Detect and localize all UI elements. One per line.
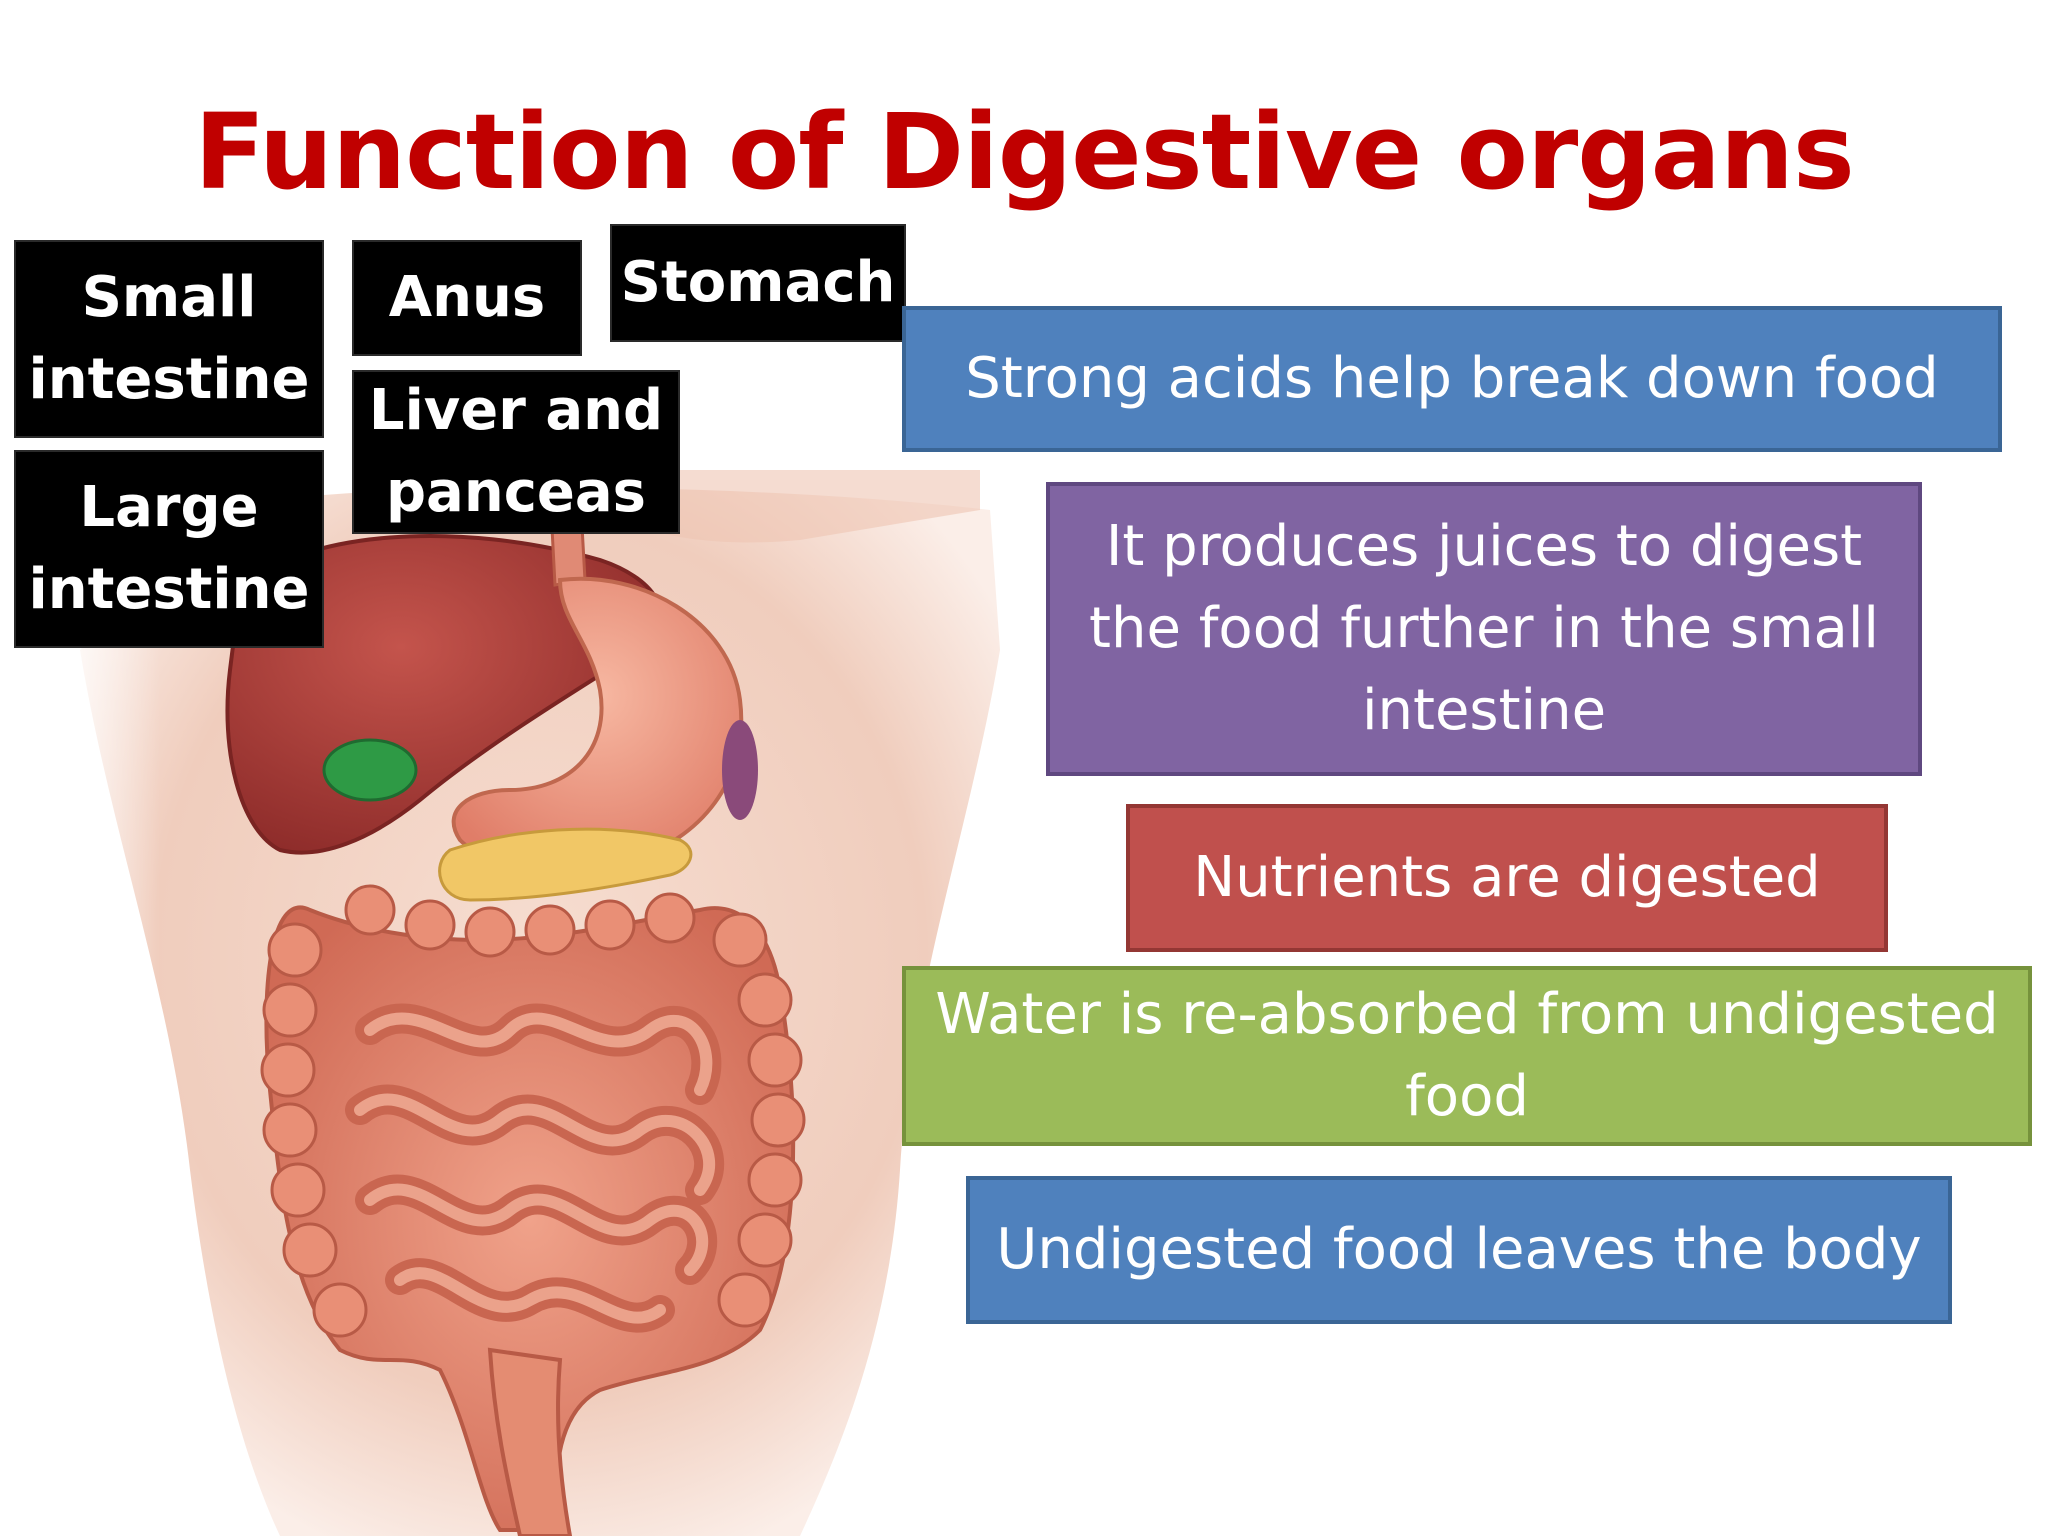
label-large-intestine-text: Large intestine <box>28 475 310 622</box>
large-intestine-bumps <box>260 884 806 1338</box>
digestive-system-illustration <box>40 470 1000 1536</box>
function-undigested-text: Undigested food leaves the body <box>996 1217 1922 1282</box>
gallbladder-shape <box>322 738 418 802</box>
function-nutrients-text: Nutrients are digested <box>1193 845 1821 910</box>
rectum-shape <box>487 1347 573 1536</box>
function-strong-acids-text: Strong acids help break down food <box>965 346 1939 411</box>
label-anus-text: Anus <box>388 265 546 330</box>
function-box-undigested[interactable]: Undigested food leaves the body <box>966 1176 1952 1324</box>
function-water-text: Water is re-absorbed from undigested foo… <box>935 982 1999 1129</box>
function-box-nutrients[interactable]: Nutrients are digested <box>1126 804 1888 952</box>
function-produces-juices-text: It produces juices to digest the food fu… <box>1089 514 1879 743</box>
function-box-produces-juices[interactable]: It produces juices to digest the food fu… <box>1046 482 1922 776</box>
label-anus[interactable]: Anus <box>352 240 582 356</box>
label-large-intestine[interactable]: Large intestine <box>14 450 324 648</box>
pancreas-shape <box>438 827 693 902</box>
label-liver-and-pancreas[interactable]: Liver and panceas <box>352 370 680 534</box>
function-box-strong-acids[interactable]: Strong acids help break down food <box>902 306 2002 452</box>
label-liver-and-pancreas-text: Liver and panceas <box>368 378 664 525</box>
page-title: Function of Digestive organs <box>194 91 1855 213</box>
label-small-intestine[interactable]: Small intestine <box>14 240 324 438</box>
label-stomach-text: Stomach <box>620 250 896 315</box>
spleen-shape <box>722 720 758 820</box>
small-intestine-highlight <box>354 1012 716 1324</box>
function-box-water[interactable]: Water is re-absorbed from undigested foo… <box>902 966 2032 1146</box>
label-stomach[interactable]: Stomach <box>610 224 906 342</box>
label-small-intestine-text: Small intestine <box>28 265 310 412</box>
